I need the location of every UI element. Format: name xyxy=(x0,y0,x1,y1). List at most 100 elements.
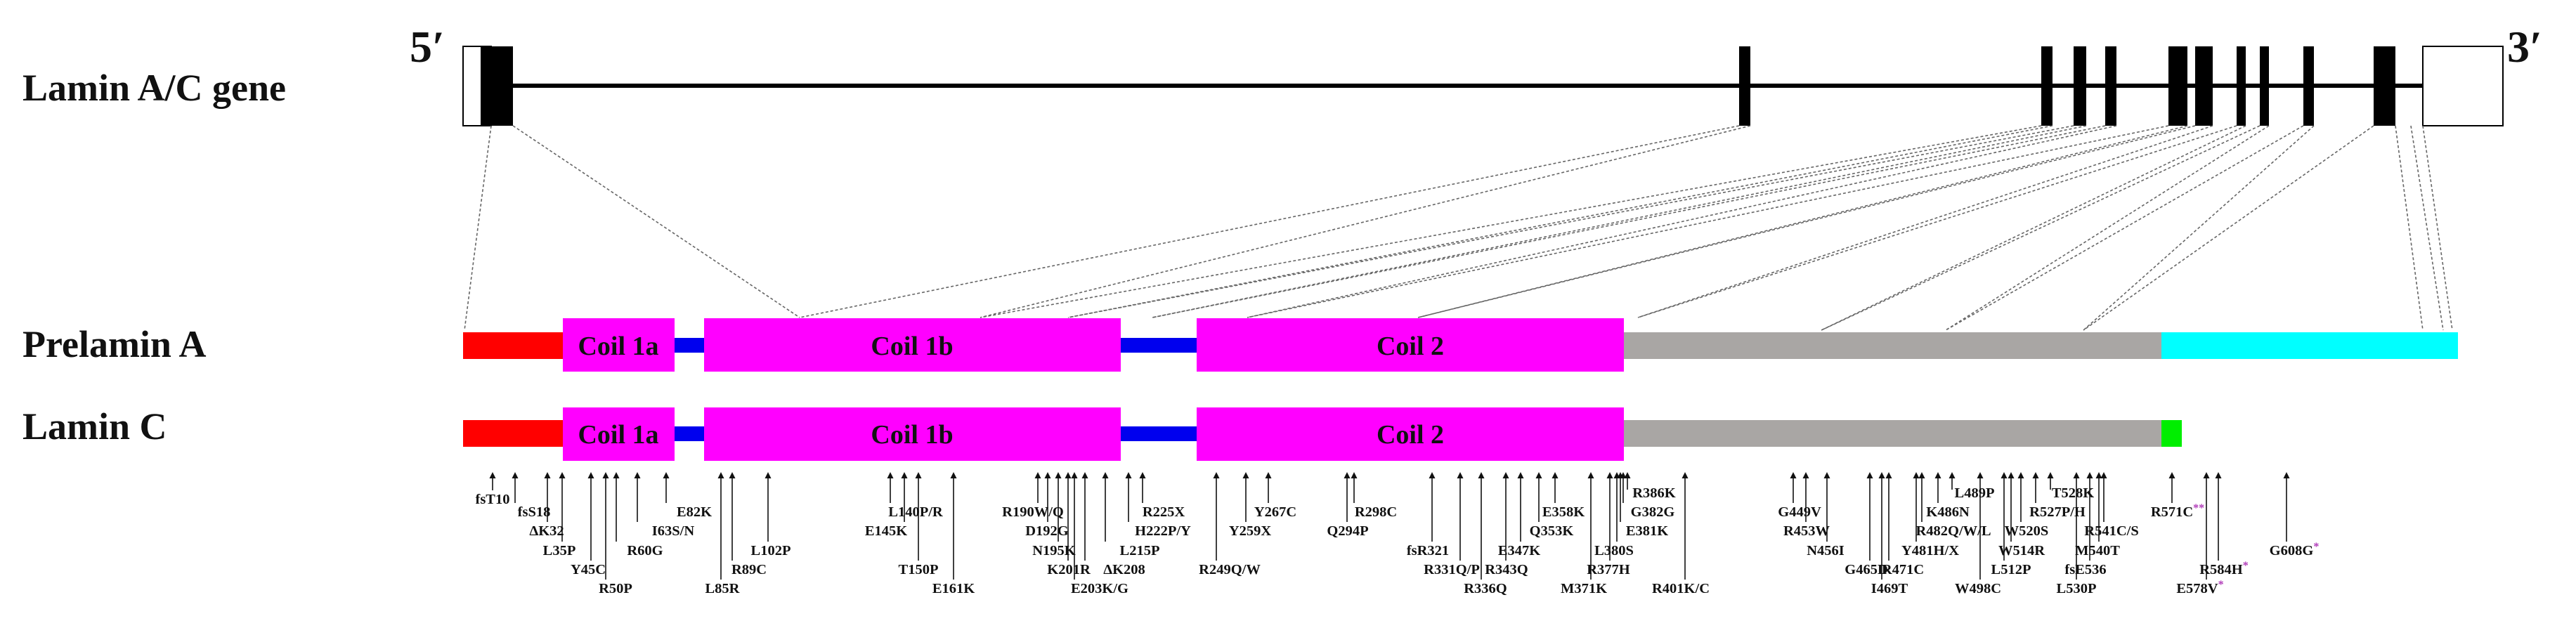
mutation-arrow-head xyxy=(717,472,724,478)
mutation-label: E161K xyxy=(932,581,975,596)
exon-11 xyxy=(2374,46,2395,126)
mutation-label: R50P xyxy=(599,581,632,596)
mutation-arrow-head xyxy=(634,472,641,478)
mutation-marker: E358K xyxy=(1542,472,1585,520)
mutation-label: R527P/H xyxy=(2029,504,2086,520)
exon-9 xyxy=(2260,46,2269,126)
mutation-arrow-head xyxy=(2017,472,2024,478)
mutation-marker: R60G xyxy=(613,472,663,558)
laminc-specific-tail xyxy=(2161,420,2182,447)
mutation-label: L489P xyxy=(1955,485,1995,501)
mutation-arrow-head xyxy=(1517,472,1524,478)
mutation-marker: M371K xyxy=(1561,472,1607,596)
mutation-marker: R527P/H xyxy=(2029,472,2086,520)
mutation-label: L380S xyxy=(1594,543,1634,558)
laminc-coil-2-label: Coil 2 xyxy=(1377,420,1444,450)
mutation-arrow-head xyxy=(1265,472,1272,478)
mutation-marker: R249Q/W xyxy=(1199,472,1261,577)
exon-3 xyxy=(2041,46,2053,126)
mutation-arrow-head xyxy=(1102,472,1109,478)
mutation-marker: fsS18 xyxy=(512,472,550,520)
mutation-arrow-head xyxy=(1934,472,1941,478)
mutation-arrow-head xyxy=(2032,472,2039,478)
mutation-marker: E347K xyxy=(1498,472,1540,558)
mutation-marker: Q294P xyxy=(1327,472,1369,539)
mutation-arrow-head xyxy=(613,472,620,478)
mutation-label: R453W xyxy=(1783,523,1830,539)
mutation-arrow-head xyxy=(2008,472,2015,478)
mutation-label: Y259X xyxy=(1229,523,1272,539)
mutation-arrow-head xyxy=(1457,472,1464,478)
mutation-arrow-head xyxy=(1977,472,1984,478)
mutation-arrow-head xyxy=(2001,472,2008,478)
mutation-label: fsT10 xyxy=(476,492,510,507)
mutation-marker: G382G xyxy=(1620,472,1674,520)
mutation-arrow-head xyxy=(559,472,566,478)
mutation-marker: W514R xyxy=(1998,472,2045,558)
exon-mapping-lines xyxy=(464,125,2453,331)
mutation-marker: I469T xyxy=(1871,472,1908,596)
mutation-label: E381K xyxy=(1626,523,1668,539)
mutation-marker: R89C xyxy=(729,472,767,577)
mutation-arrow-head xyxy=(1213,472,1220,478)
mutation-label: M371K xyxy=(1561,581,1607,596)
mutation-label: W520S xyxy=(2005,523,2049,539)
mutation-markers: fsT10fsS18ΔK32L35PY45CR50PR60GI63S/NE82K… xyxy=(476,472,2319,596)
mutation-arrow-head xyxy=(1429,472,1436,478)
mutation-arrow-head xyxy=(1620,472,1627,478)
mutation-marker: R336Q xyxy=(1464,472,1507,596)
mutation-marker: R386K xyxy=(1624,472,1676,501)
mutation-marker: R377H xyxy=(1587,472,1630,577)
mutation-marker: R298C xyxy=(1351,472,1397,520)
exon-4 xyxy=(2074,46,2086,126)
mutation-label: M540T xyxy=(2075,543,2120,558)
mutation-marker: ΔK208 xyxy=(1081,472,1145,577)
mutation-label: H222P/Y xyxy=(1135,523,1191,539)
prelamin-linker-2 xyxy=(1121,338,1197,353)
mutation-arrow-head xyxy=(1351,472,1358,478)
lamin-c-protein: Coil 1a Coil 1b Coil 2 xyxy=(463,407,2182,461)
mutation-marker: ΔK32 xyxy=(529,472,564,539)
mutation-marker: E578V* xyxy=(2176,472,2224,596)
mutation-arrow-head xyxy=(602,472,609,478)
mutation-label: fsE536 xyxy=(2064,562,2106,577)
five-prime-label: 5′ xyxy=(410,22,445,72)
mutation-arrow-head xyxy=(1125,472,1132,478)
mutation-arrow-head xyxy=(1878,472,1885,478)
mutation-marker: Y481H/X xyxy=(1901,472,1959,558)
laminc-coil-2 xyxy=(1197,407,1624,461)
mutation-arrow-head xyxy=(663,472,670,478)
mutation-marker: T150P xyxy=(899,472,938,577)
mutation-arrow-head xyxy=(901,472,908,478)
mutation-marker: L102P xyxy=(751,472,791,558)
mutation-label: T528K xyxy=(2052,485,2094,501)
mutation-label: R331Q/P xyxy=(1424,562,1480,577)
mutation-label: L35P xyxy=(543,543,576,558)
utr3-box xyxy=(2422,46,2504,126)
mutation-arrow-head xyxy=(765,472,772,478)
mutation-arrow-head xyxy=(512,472,519,478)
mutation-marker: R541C/S xyxy=(2084,472,2139,539)
mutation-label: R60G xyxy=(627,543,663,558)
prelamin-coil-2 xyxy=(1197,318,1624,372)
mutation-arrow-head xyxy=(2215,472,2222,478)
mutation-marker: R453W xyxy=(1783,472,1830,539)
prelamin-specific-tail xyxy=(2161,332,2458,359)
mutation-label: I469T xyxy=(1871,581,1908,596)
mutation-arrow-head xyxy=(1624,472,1631,478)
mutation-label: R386K xyxy=(1632,485,1676,501)
mutation-label: R571C** xyxy=(2151,502,2204,520)
laminc-tail-domain xyxy=(1624,420,2161,447)
mutation-label: fsR321 xyxy=(1407,543,1449,558)
mutation-label: R225X xyxy=(1143,504,1185,520)
prelamin-coil-1b xyxy=(704,318,1121,372)
mutation-marker: H222P/Y xyxy=(1125,472,1191,539)
mutation-arrow-head xyxy=(1913,472,1920,478)
mutation-arrow-head xyxy=(1535,472,1542,478)
mutation-label: R401K/C xyxy=(1652,581,1710,596)
mutation-marker: N456I xyxy=(1807,472,1845,558)
laminc-coil-1b-label: Coil 1b xyxy=(871,420,953,450)
mutation-label: Y45C xyxy=(571,562,606,577)
